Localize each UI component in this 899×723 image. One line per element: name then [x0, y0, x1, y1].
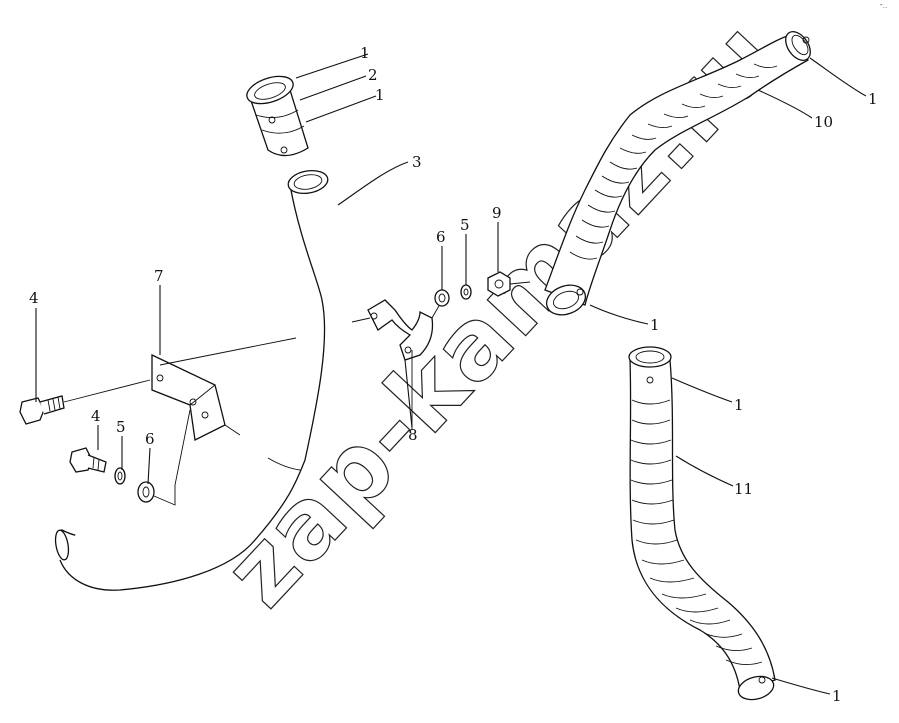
callout-2-top: 2 [368, 66, 378, 84]
corner-mark: ”… [880, 4, 888, 10]
callout-8: 8 [408, 426, 418, 444]
callouts: 1 2 1 3 4 4 5 6 7 6 5 9 8 1 10 1 1 11 1 [29, 44, 878, 705]
hose-11 [628, 346, 776, 701]
nut-9 [487, 271, 531, 297]
washer-6-lower [137, 481, 155, 503]
callout-1-top-b: 1 [375, 86, 385, 104]
callout-10: 10 [814, 113, 833, 131]
washer-5-lower [114, 467, 126, 485]
washer-6-mid [434, 289, 450, 307]
callout-3: 3 [412, 153, 422, 171]
callout-6-mid: 6 [436, 228, 446, 246]
callout-4-left: 4 [29, 289, 39, 307]
callout-1-bottom: 1 [832, 687, 842, 705]
bracket-7 [151, 353, 241, 441]
bolt-4-left [19, 379, 151, 425]
bolt-4-lower [69, 447, 107, 473]
callout-1-mid: 1 [650, 316, 660, 334]
callout-5-lower: 5 [116, 418, 126, 436]
hose-10 [544, 31, 811, 316]
callout-1-right-mid: 1 [734, 396, 744, 414]
callout-1-right-top: 1 [868, 90, 878, 108]
leader-lines [35, 53, 867, 695]
callout-1-top: 1 [360, 44, 370, 62]
clamp-8 [351, 299, 441, 361]
callout-6-lower: 6 [145, 430, 155, 448]
callout-5-mid: 5 [460, 216, 470, 234]
callout-11: 11 [734, 480, 753, 498]
washer-5-mid [460, 284, 472, 300]
callout-7: 7 [154, 267, 164, 285]
bracket-leader [159, 337, 297, 366]
sleeve-top [246, 75, 309, 157]
bolt-axis-lower [153, 409, 191, 506]
callout-4-lower: 4 [91, 407, 101, 425]
callout-9: 9 [492, 204, 502, 222]
